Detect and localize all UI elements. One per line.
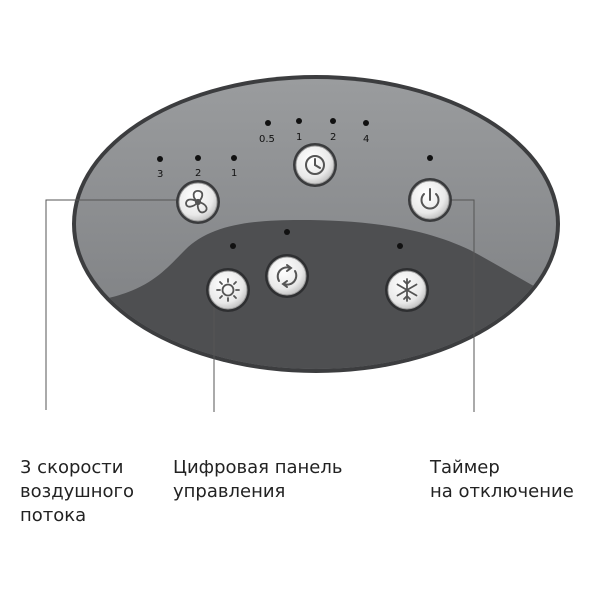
fan-speed-label-1: 2 xyxy=(195,168,201,179)
caption-timer-off: Таймер на отключение xyxy=(430,456,574,504)
timer-label-0: 0.5 xyxy=(259,134,275,145)
indicator-led xyxy=(231,155,237,161)
swing-button[interactable] xyxy=(265,254,309,298)
timer-label-1: 1 xyxy=(296,132,302,143)
indicator-led xyxy=(195,155,201,161)
heat-mode-button[interactable] xyxy=(206,268,250,312)
indicator-led xyxy=(363,120,369,126)
fan-speed-label-0: 3 xyxy=(157,169,163,180)
swing-indicator-led xyxy=(284,229,290,235)
power-indicator-led xyxy=(427,155,433,161)
caption-line: Таймер xyxy=(430,457,500,478)
heat-indicator-led xyxy=(230,243,236,249)
indicator-led xyxy=(157,156,163,162)
fan-icon xyxy=(185,190,208,214)
fan-speed-button[interactable] xyxy=(176,180,220,224)
indicator-led xyxy=(330,118,336,124)
caption-fan-speeds: 3 скорости воздушного потока xyxy=(20,456,134,528)
timer-label-2: 2 xyxy=(330,132,336,143)
clock-icon xyxy=(305,155,325,175)
panel-dark-region xyxy=(80,220,556,369)
caption-line: воздушного xyxy=(20,481,135,502)
power-button[interactable] xyxy=(408,178,452,222)
callout-line-fan xyxy=(45,199,188,410)
timer-button[interactable] xyxy=(293,143,337,187)
caption-line: 3 скорости xyxy=(20,457,124,478)
caption-line: потока xyxy=(20,505,87,526)
indicator-led xyxy=(296,118,302,124)
caption-line: Цифровая панель xyxy=(173,457,343,478)
sun-icon xyxy=(216,278,240,302)
fan-speed-label-2: 1 xyxy=(231,168,237,179)
cool-mode-button[interactable] xyxy=(385,268,429,312)
caption-line: управления xyxy=(173,481,286,502)
power-icon xyxy=(420,188,440,210)
caption-digital-panel: Цифровая панель управления xyxy=(173,456,342,504)
timer-label-3: 4 xyxy=(363,134,369,145)
cool-indicator-led xyxy=(397,243,403,249)
fan-speed-indicators: 3 2 1 xyxy=(157,155,237,180)
snowflake-icon xyxy=(396,278,418,302)
timer-indicators: 0.5 1 2 4 xyxy=(259,118,369,145)
rotate-icon xyxy=(276,264,298,288)
caption-line: на отключение xyxy=(430,481,574,502)
indicator-led xyxy=(265,120,271,126)
